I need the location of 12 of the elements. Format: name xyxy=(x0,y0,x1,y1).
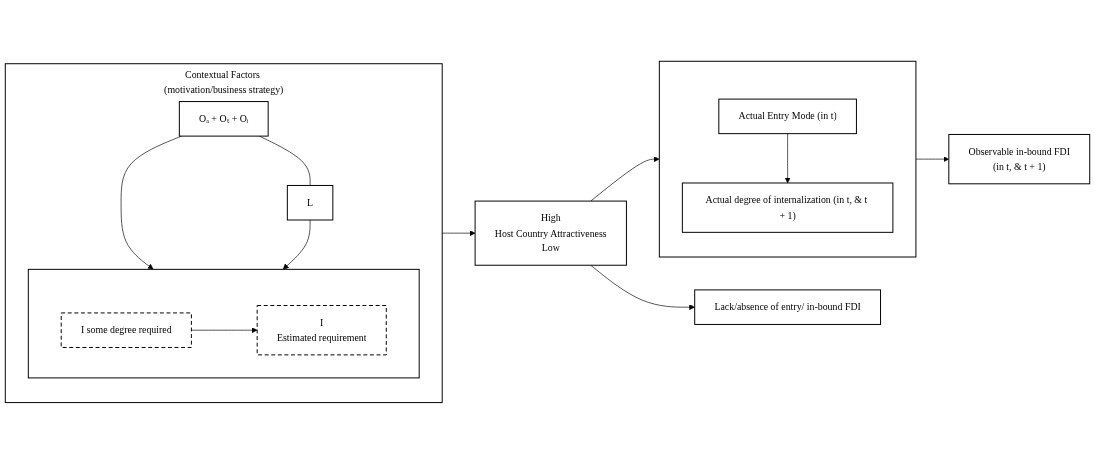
cluster xyxy=(27,268,420,378)
connector xyxy=(258,135,311,186)
node-box: Observable in-bound FDI (in t, & t + 1) xyxy=(948,133,1091,184)
node-box: I Estimated requirement xyxy=(256,304,387,355)
node-box: I some degree required xyxy=(60,312,192,348)
node-box: Lack/absence of entry/ in-bound FDI xyxy=(694,289,882,325)
cluster xyxy=(658,60,917,258)
node-box: Actual degree of internalization (in t, & t + 1) xyxy=(681,182,894,233)
node-box: High Host Country Attractiveness Low xyxy=(474,200,627,266)
node-box: Oₐ + Oₜ + Oᵢ xyxy=(178,100,269,137)
node-box: L xyxy=(286,184,334,221)
node-box: Actual Entry Mode (in t) xyxy=(718,98,857,134)
